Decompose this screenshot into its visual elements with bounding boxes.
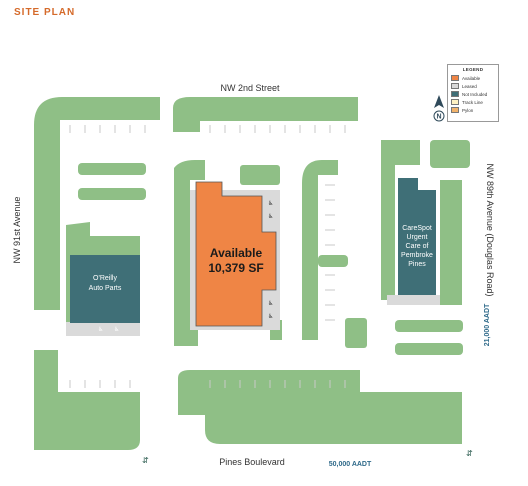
- legend-item-leased: Leased: [451, 82, 495, 90]
- carespot-label-4: Pembroke: [401, 252, 433, 259]
- available-label: Available: [210, 246, 263, 260]
- available-space[interactable]: [195, 181, 277, 327]
- handicap-icon: ♿: [268, 313, 273, 320]
- legend-item-available: Available: [451, 74, 495, 82]
- north-arrow-label: N: [436, 114, 441, 121]
- access-arrow-icon: ⇵: [466, 449, 473, 458]
- carespot-label-5: Pines: [408, 261, 426, 268]
- street-east: NW 89th Avenue (Douglas Road): [485, 164, 495, 297]
- legend: LEGEND Available Leased Not Included Tra…: [447, 64, 499, 122]
- legend-label: Track Line: [462, 99, 483, 105]
- legend-label: Pylon: [462, 107, 474, 113]
- legend-item-track-line: Track Line: [451, 98, 495, 106]
- handicap-icon: ♿: [268, 200, 273, 207]
- legend-swatch: [451, 91, 459, 97]
- parking-stalls: [69, 125, 346, 388]
- carespot-label-2: Urgent: [406, 234, 427, 241]
- legend-swatch: [451, 107, 459, 113]
- legend-label: Leased: [462, 83, 477, 89]
- access-arrow-icon: ⇵: [142, 456, 149, 465]
- legend-item-not-included: Not Included: [451, 90, 495, 98]
- street-south: Pines Boulevard: [219, 457, 285, 467]
- handicap-icon: ♿: [268, 300, 273, 307]
- oreilly-label-1: O'Reilly: [93, 275, 117, 282]
- carespot-label-3: Care of: [406, 243, 429, 250]
- handicap-icon: ♿: [98, 326, 103, 333]
- legend-label: Not Included: [462, 91, 488, 97]
- north-arrow-icon: N: [433, 95, 445, 122]
- east-aadt: 21,000 AADT: [484, 303, 491, 346]
- handicap-icon: ♿: [268, 213, 273, 220]
- legend-item-pylon: Pylon: [451, 106, 495, 114]
- legend-swatch: [451, 83, 459, 89]
- handicap-icon: ♿: [114, 326, 119, 333]
- legend-label: Available: [462, 75, 481, 81]
- south-aadt: 50,000 AADT: [329, 461, 372, 468]
- oreilly-building[interactable]: [70, 255, 140, 323]
- legend-swatch: [451, 75, 459, 81]
- carespot-building[interactable]: [398, 178, 436, 295]
- page-title: SITE PLAN: [14, 7, 76, 18]
- street-west: NW 91st Avenue: [12, 197, 22, 264]
- street-north: NW 2nd Street: [220, 83, 280, 93]
- carespot-label-1: CareSpot: [402, 225, 432, 232]
- legend-title: LEGEND: [462, 67, 484, 72]
- legend-swatch: [451, 99, 459, 105]
- oreilly-label-2: Auto Parts: [89, 285, 122, 292]
- available-sf-label: 10,379 SF: [208, 261, 263, 275]
